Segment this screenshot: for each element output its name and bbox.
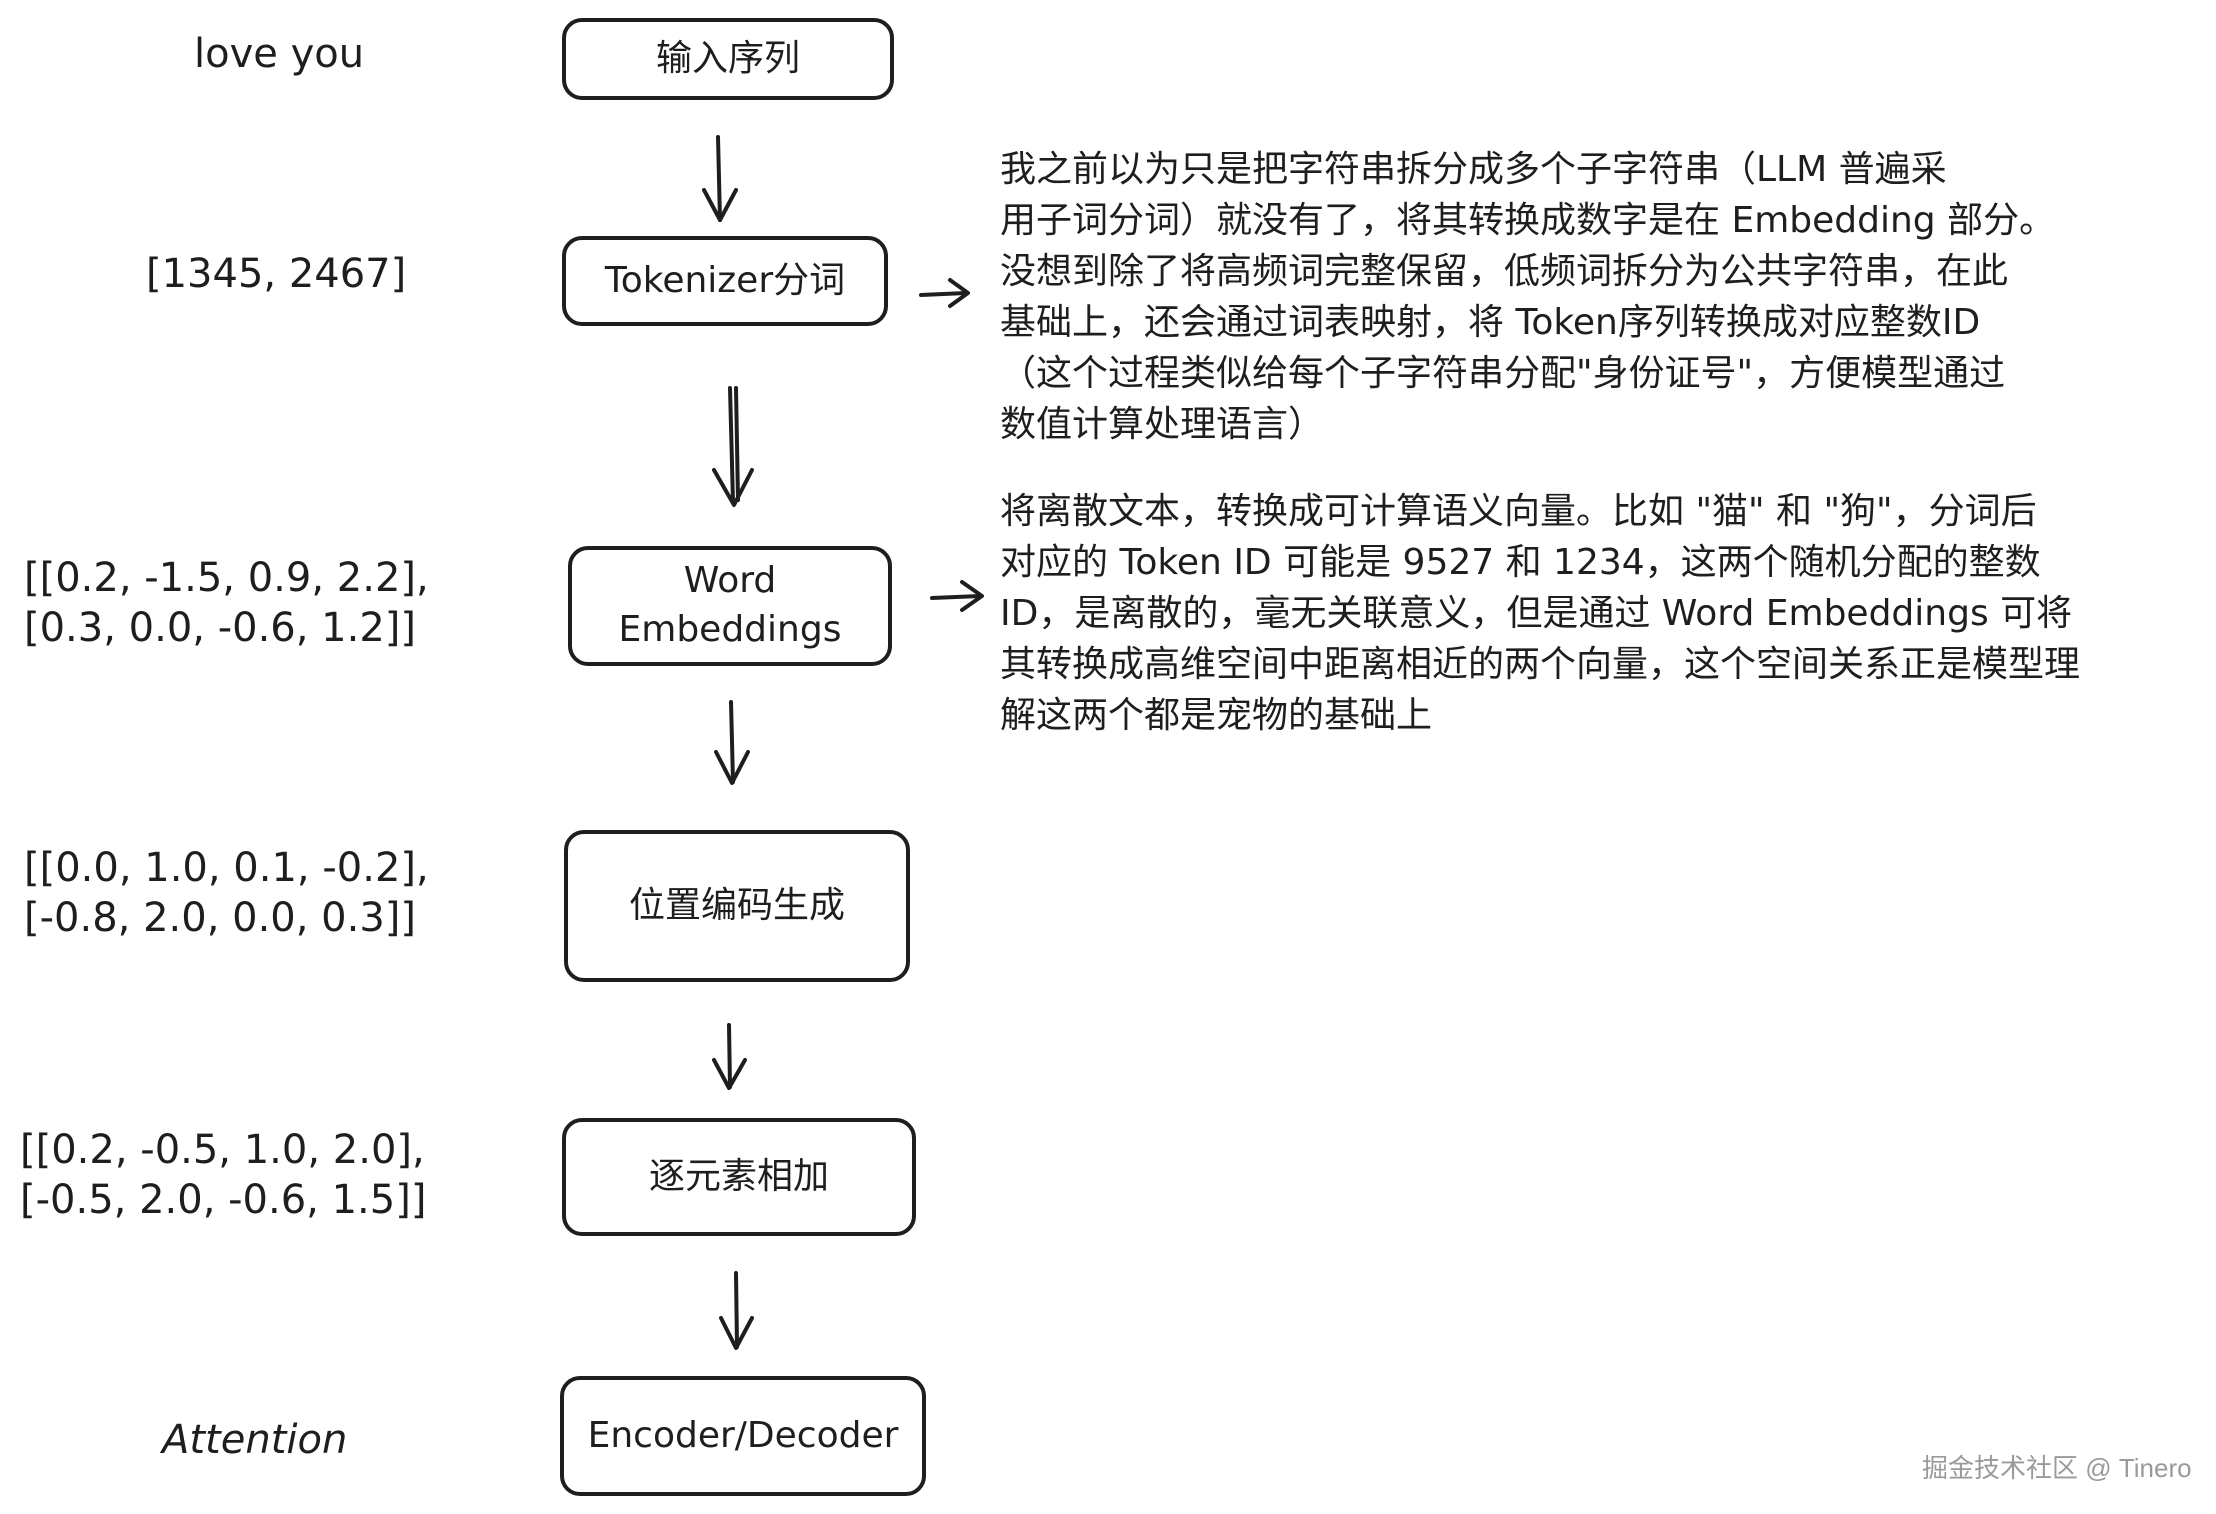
arrow-tokenizer-to-note <box>919 278 970 308</box>
label-input-text: love you <box>194 31 365 77</box>
node-elementwise-add-label: 逐元素相加 <box>648 1155 829 1197</box>
node-input-sequence: 输入序列 <box>562 18 894 100</box>
arrow-positional-to-sum <box>712 1023 747 1090</box>
node-word-embeddings: Word Embeddings <box>568 546 892 666</box>
arrow-embeddings-to-positional <box>714 700 750 785</box>
node-encoder-decoder: Encoder/Decoder <box>560 1376 926 1496</box>
label-sum-line2: [-0.5, 2.0, -0.6, 1.5]] <box>20 1177 427 1223</box>
arrow-embeddings-to-note <box>930 580 984 612</box>
arrow-sum-to-encoder <box>719 1271 754 1350</box>
node-encoder-decoder-label: Encoder/Decoder <box>587 1414 899 1456</box>
node-tokenizer-label: Tokenizer分词 <box>604 259 846 301</box>
arrow-input-to-tokenizer <box>702 135 738 222</box>
label-positional-line2: [-0.8, 2.0, 0.0, 0.3]] <box>24 895 416 941</box>
label-embeddings-line2: [0.3, 0.0, -0.6, 1.2]] <box>24 605 416 651</box>
label-attention: Attention <box>162 1417 348 1463</box>
node-positional-encoding: 位置编码生成 <box>564 830 910 982</box>
label-embeddings-line1: [[0.2, -1.5, 0.9, 2.2], <box>24 555 429 601</box>
node-word-embeddings-label: Word Embeddings <box>618 560 842 650</box>
note-tokenizer: 我之前以为只是把字符串拆分成多个子字符串（LLM 普遍采 用子词分词）就没有了，… <box>1000 149 2056 445</box>
node-tokenizer: Tokenizer分词 <box>562 236 888 326</box>
label-sum-line1: [[0.2, -0.5, 1.0, 2.0], <box>20 1127 425 1173</box>
node-positional-encoding-label: 位置编码生成 <box>628 884 845 926</box>
node-input-sequence-label: 输入序列 <box>655 37 800 79</box>
arrow-tokenizer-to-embeddings <box>712 386 754 507</box>
node-elementwise-add: 逐元素相加 <box>562 1118 916 1236</box>
watermark: 掘金技术社区 @ Tinero <box>1922 1453 2192 1483</box>
label-token-ids: [1345, 2467] <box>146 251 407 297</box>
label-positional-line1: [[0.0, 1.0, 0.1, -0.2], <box>24 845 429 891</box>
note-word-embeddings: 将离散文本，转换成可计算语义向量。比如 "猫" 和 "狗"，分词后 对应的 To… <box>1000 491 2081 736</box>
